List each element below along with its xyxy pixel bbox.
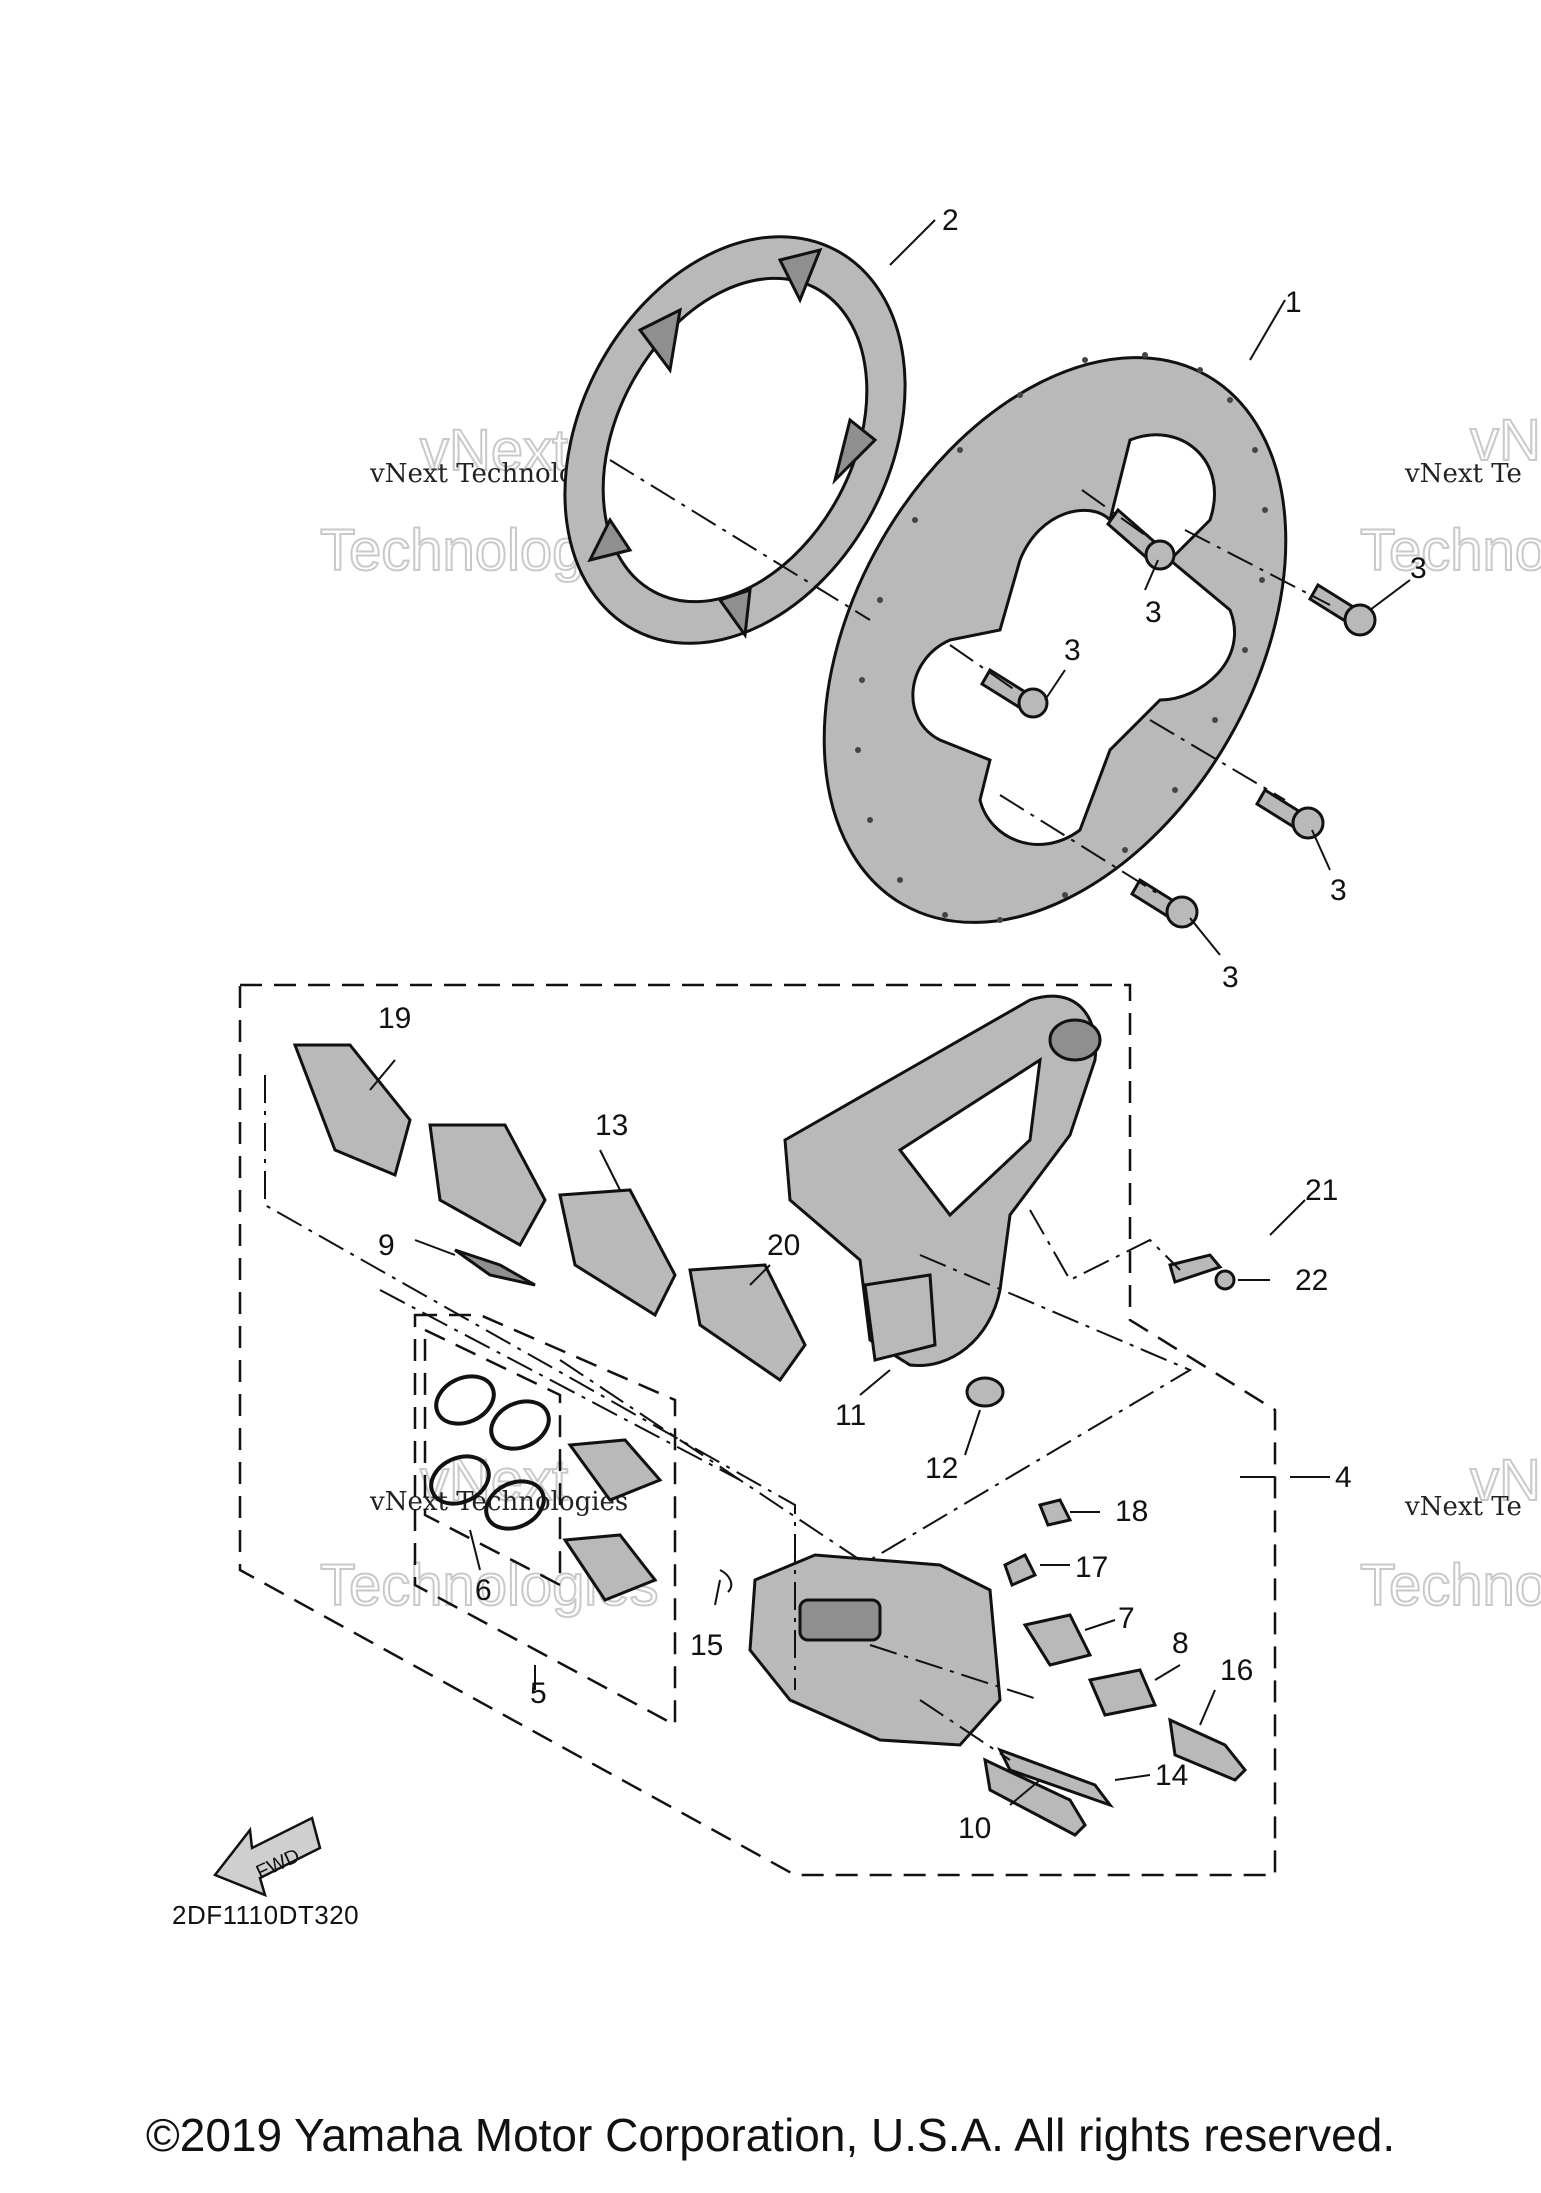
callout-11: 11	[835, 1399, 866, 1432]
callout-15: 15	[690, 1629, 723, 1662]
disc-bolts	[979, 507, 1377, 929]
small-parts	[719, 1253, 1248, 1837]
callout-7: 7	[1118, 1602, 1135, 1635]
callout-22: 22	[1295, 1264, 1328, 1297]
part-16	[1168, 1717, 1248, 1782]
callout-9: 9	[378, 1229, 395, 1262]
part-8	[1087, 1668, 1158, 1717]
caliper-bracket	[783, 994, 1102, 1368]
part-18	[1037, 1498, 1073, 1527]
forward-arrow-icon: FWD	[212, 1816, 322, 1898]
assembly-lines-upper	[609, 459, 1331, 896]
part-22	[1214, 1269, 1236, 1291]
callout-4: 4	[1335, 1461, 1352, 1494]
seals-and-pistons	[429, 1374, 663, 1602]
assembly-lines-lower	[264, 1075, 1193, 1761]
part-15	[719, 1569, 733, 1593]
callout-18: 18	[1115, 1495, 1148, 1528]
callout-8: 8	[1172, 1627, 1189, 1660]
pad-20	[688, 1263, 807, 1383]
callout-21: 21	[1305, 1174, 1338, 1207]
callout-13: 13	[595, 1109, 628, 1142]
callout-2: 2	[942, 204, 959, 237]
assembly-outline-4	[238, 983, 1277, 1877]
brake-disc	[822, 352, 1288, 924]
callout-3a: 3	[1145, 596, 1162, 629]
copyright-footer: ©2019 Yamaha Motor Corporation, U.S.A. A…	[145, 2109, 1396, 2161]
callout-12: 12	[925, 1452, 958, 1485]
brake-pads	[292, 1043, 807, 1383]
watermark-big-1: vNext	[420, 418, 568, 483]
watermark-big-right-1: vNe	[1470, 408, 1541, 473]
pad-19	[292, 1043, 412, 1178]
pad-13a	[428, 1123, 547, 1248]
callout-19: 19	[378, 1002, 411, 1035]
callout-1: 1	[1285, 286, 1302, 319]
callout-3e: 3	[1222, 961, 1239, 994]
leader-lines	[369, 219, 1411, 1806]
watermark-big-right-4: Techno	[1360, 1553, 1541, 1618]
watermark-big-right-3: vNe	[1470, 1448, 1541, 1513]
diagram-code: 2DF1110DT320	[172, 1900, 360, 1930]
disc-cover	[563, 235, 907, 645]
callout-17: 17	[1075, 1551, 1108, 1584]
part-7	[1022, 1613, 1093, 1667]
part-12	[965, 1376, 1005, 1408]
callout-3d: 3	[1330, 874, 1347, 907]
part-17	[1003, 1552, 1038, 1588]
callout-3b: 3	[1410, 552, 1427, 585]
part-14	[996, 1747, 1115, 1809]
callout-6: 6	[475, 1574, 492, 1607]
caliper-body	[748, 1273, 1002, 1747]
callout-labels: 2 1 3 3 3 3 3 4 5 6 7 8 9 10 11 12 13 14…	[378, 204, 1427, 1845]
callout-14: 14	[1155, 1759, 1188, 1792]
callout-20: 20	[767, 1229, 800, 1262]
watermark-small-right-1: vNext Te	[1404, 459, 1522, 489]
callout-5: 5	[530, 1677, 547, 1710]
pad-spring-9	[454, 1248, 536, 1287]
watermark-small-2: vNext Technologies	[369, 1487, 628, 1517]
pad-13b	[558, 1188, 677, 1318]
part-21	[1168, 1253, 1223, 1284]
callout-3c: 3	[1064, 634, 1081, 667]
assembly-outline-5	[413, 1313, 677, 1728]
watermark-small-right-2: vNext Te	[1404, 1492, 1522, 1522]
part-10	[983, 1757, 1087, 1837]
disc-holes	[855, 352, 1268, 923]
callout-16: 16	[1220, 1654, 1253, 1687]
callout-10: 10	[958, 1812, 991, 1845]
watermark-big-right-2: Techno	[1360, 518, 1541, 583]
